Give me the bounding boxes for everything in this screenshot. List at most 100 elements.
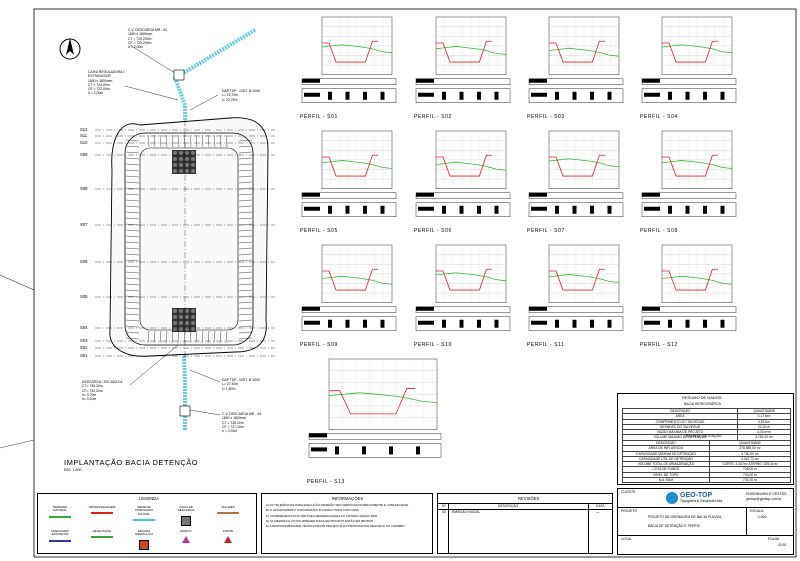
- callout-line: h= 3,10m: [82, 397, 97, 401]
- table-cell: COMPRIMENTO DO TALVEGUE: [621, 418, 739, 425]
- revision-row-desc: EMISSÃO INICIAL: [452, 510, 481, 514]
- revision-col-desc: DESCRIÇÃO: [498, 504, 519, 508]
- notes-lines: A) AS TOLERÂNCIAS PARA EXECUÇÃO DEVERÃO …: [266, 504, 408, 530]
- legend-item-label: REDE DE DRENAGEM PLUVIAL: [135, 505, 153, 516]
- profile-view: PERFIL - S04: [640, 15, 740, 120]
- legend-item-label: PONTE: [222, 529, 234, 533]
- folha-value: 01/01: [778, 543, 787, 547]
- callout-line: DAP TDP - DIST. Ø 1000: [222, 378, 260, 382]
- table-cell: 3.347,72 m³: [708, 455, 792, 463]
- summary-panel: RESUMO DE DADOS BACIA HIDROGRÁFICA DESCR…: [617, 393, 794, 485]
- table-cell: N.A. MAX: [622, 477, 710, 484]
- legend-item: PONTE: [214, 529, 242, 544]
- section-code: S05: [80, 294, 88, 299]
- profile-view: PERFIL - S02: [414, 15, 514, 120]
- summary-header-cell: DESCRIÇÃO: [621, 407, 739, 415]
- table-cell: 0,17 km²: [737, 413, 791, 420]
- callout-line: CF= 732,00m: [82, 388, 103, 393]
- callout-line: C.V. DESCARGA MR - 02: [128, 28, 168, 32]
- legend-item: ESCADA HIDRÁULICA: [130, 529, 158, 550]
- drainage-pipe-inlet: [172, 28, 257, 135]
- section-code: S11: [80, 133, 88, 138]
- profile-view: PERFIL - S08: [640, 129, 740, 234]
- legend-item-label: VEGETAÇÃO: [92, 529, 112, 533]
- table-cell: 0,52 km: [737, 418, 791, 425]
- callout-line: DESCARGA / ESCADA D1: [82, 380, 123, 384]
- legend-item-label: TERRAPLENAGEM: [88, 505, 116, 509]
- profile-label: PERFIL - S03: [527, 114, 565, 120]
- section-code: S12: [80, 127, 88, 132]
- profile-label: PERFIL - S11: [527, 342, 565, 348]
- notes-title: INFORMAÇÕES: [332, 496, 364, 501]
- callout-line: L= 27,40m: [222, 382, 239, 387]
- brand-subtitle: Topografia & Geodésia Ltda.: [680, 499, 723, 503]
- section-code: S08: [80, 186, 88, 191]
- callout-line: I= 22,76%: [222, 97, 238, 102]
- table-cell: ÁREA: [621, 413, 739, 420]
- notes-panel: INFORMAÇÕES A) AS TOLERÂNCIAS PARA EXECU…: [261, 493, 433, 554]
- profile-view: PERFIL - S10: [414, 243, 514, 348]
- profile-label: PERFIL - S09: [300, 342, 338, 348]
- legend-swatch-icon: [139, 539, 149, 550]
- legend-swatch-icon: [224, 536, 232, 544]
- profile-label: PERFIL - S01: [300, 114, 338, 120]
- note-line: E) A RESPONSABILIDADE TÉCNICA DESTE PROJ…: [266, 524, 405, 529]
- legend-item-label: CAIXA DE DESCARGA: [177, 505, 195, 513]
- profile-view: PERFIL - S03: [527, 15, 627, 120]
- embankment-outer: [109, 117, 269, 357]
- table-cell: 22,00 m: [737, 423, 791, 431]
- legend-item-label: DRENAGEM EXISTENTE: [51, 529, 69, 537]
- revisions-title: REVISÕES: [518, 496, 540, 501]
- profile-view: PERFIL - S11: [527, 243, 627, 348]
- profile-label: PERFIL - S07: [527, 228, 565, 234]
- callout-line: CF = 727,20m: [222, 424, 244, 429]
- section-code: S03: [80, 338, 88, 343]
- legend-item: REDE DE DRENAGEM PLUVIAL: [130, 505, 158, 521]
- summary-header-cell: QUANTIDADE: [708, 439, 792, 447]
- table-cell: 731,00 m: [708, 477, 792, 484]
- legend-swatch-icon: [49, 539, 71, 542]
- table-cell: 733,00 m: [708, 471, 792, 479]
- drawing-caption: IMPLANTAÇÃO BACIA DETENÇÃO: [64, 458, 199, 467]
- callout-line: DAP TDP - DIST. Ø 1000: [222, 89, 260, 93]
- callout-line: CT = 728,20m: [222, 420, 244, 425]
- profile-label: PERFIL - S04: [640, 114, 678, 120]
- note-line: C) COORDENADAS DOS VÉRTICES REFERENCIADA…: [266, 513, 378, 518]
- note-line: D) AS MEDIDAS E COTAS APRESENTADAS EM PR…: [266, 518, 374, 523]
- callout-line: CT = 725,200m: [128, 36, 152, 41]
- summary-title: RESUMO DE DADOS: [682, 395, 722, 400]
- revision-col-no: Nº: [442, 504, 446, 508]
- section-code: S07: [80, 222, 88, 227]
- callout-line: I= 1,80%: [222, 386, 236, 391]
- table-cell: 4,03 m³/s: [737, 429, 791, 436]
- legend-swatch-icon: [133, 518, 155, 521]
- basin-top-edge: [124, 132, 254, 346]
- profile-view: PERFIL - S07: [527, 129, 627, 234]
- legend-item-label: ESCADA HIDRÁULICA: [134, 529, 154, 537]
- drawing-scale: ESC. 1:500: [64, 468, 82, 472]
- section-code: S01: [80, 353, 88, 358]
- projeto-value: PROJETO DE DRENAGEM DE BACIA PLUVIAL: [648, 515, 722, 519]
- legend-item: DRENAGEM EXISTENTE: [46, 529, 74, 542]
- regulator-box: [173, 69, 185, 81]
- callout-line: L= 22,70m: [222, 93, 239, 98]
- legend-swatch-icon: [181, 515, 191, 526]
- conteudo-value: BACIA DE DETENÇÃO E PERFIS: [648, 524, 700, 528]
